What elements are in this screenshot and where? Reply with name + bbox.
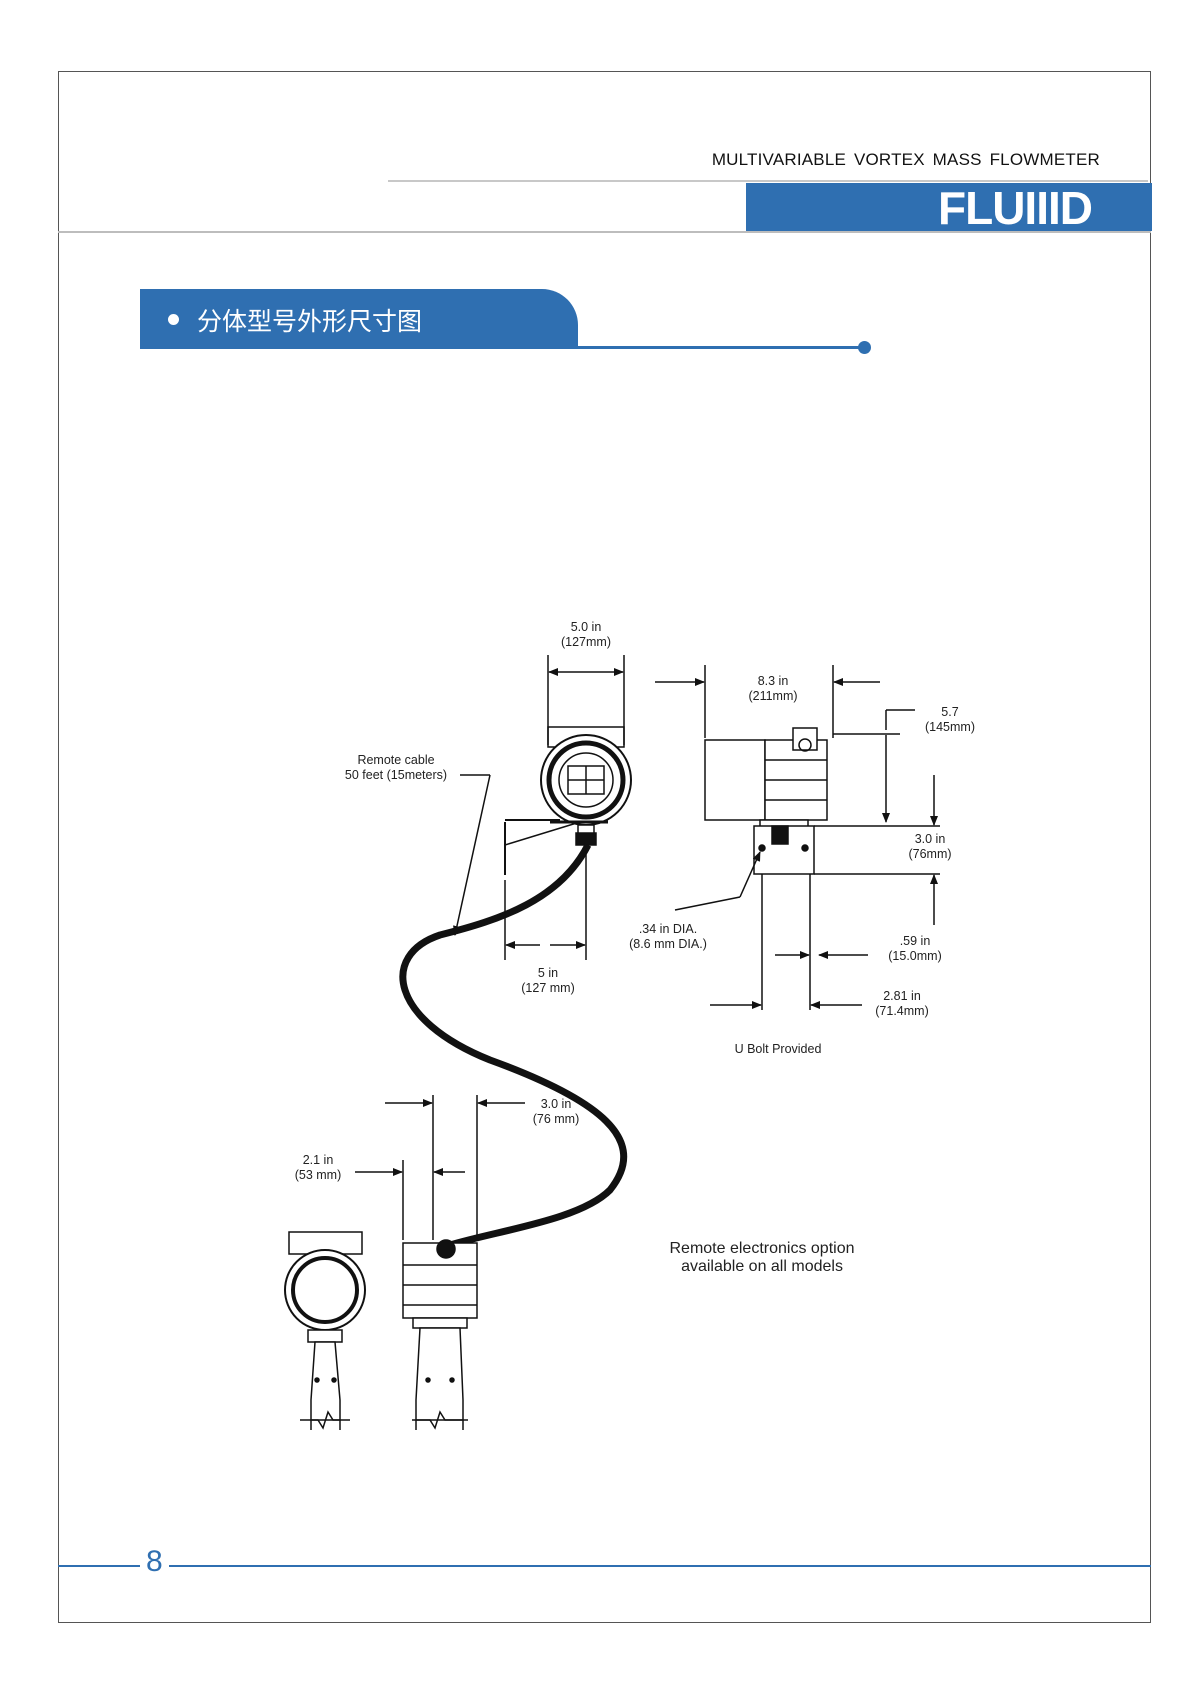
header-divider <box>58 231 1151 233</box>
footer-rule <box>58 1565 1151 1567</box>
dim-width-top-in: 5.0 in <box>571 620 602 634</box>
page-frame <box>58 71 1151 1623</box>
dim-bracket-height-in: 3.0 in <box>915 832 946 846</box>
dim-length-in: 8.3 in <box>758 674 789 688</box>
brand-logo: FLUIIID <box>938 182 1093 234</box>
section-underline <box>578 346 864 349</box>
page-number: 8 <box>140 1545 169 1579</box>
cable-label-line1: Remote cable <box>357 753 434 767</box>
dim-bracket-width-in: 5 in <box>538 966 558 980</box>
remote-sensor-head <box>402 1239 478 1430</box>
product-title: MULTIVARIABLE VORTEX MASS FLOWMETER <box>711 150 1100 169</box>
dim-meter-mm: (53 mm) <box>295 1168 342 1182</box>
dim-junction-in: 3.0 in <box>541 1097 572 1111</box>
dim-hole-mm: (8.6 mm DIA.) <box>629 937 707 951</box>
section-end-dot-icon <box>858 341 871 354</box>
transmitter-side-view <box>704 727 940 1010</box>
dim-width-top-mm: (127mm) <box>561 635 611 649</box>
dim-slot-mm: (15.0mm) <box>888 949 941 963</box>
section-title: 分体型号外形尺寸图 <box>197 307 423 336</box>
dim-bolt-in: 2.81 in <box>883 989 921 1003</box>
remote-note-line1: Remote electronics option <box>670 1240 855 1257</box>
dim-hole-in: .34 in DIA. <box>639 922 697 936</box>
dim-meter-in: 2.1 in <box>303 1153 334 1167</box>
section-heading-tab: 分体型号外形尺寸图 <box>140 289 578 349</box>
ubolt-label: U Bolt Provided <box>735 1042 822 1056</box>
dim-junction-mm: (76 mm) <box>533 1112 580 1126</box>
dim-length-mm: (211mm) <box>748 689 797 703</box>
transmitter-front-view <box>504 726 632 875</box>
dim-bracket-width-mm: (127 mm) <box>521 981 574 995</box>
dim-height-in: 5.7 <box>941 705 958 719</box>
cable-label-line2: 50 feet (15meters) <box>345 768 447 782</box>
dim-bolt-mm: (71.4mm) <box>875 1004 928 1018</box>
dim-bracket-height-mm: (76mm) <box>908 847 951 861</box>
dim-slot-in: .59 in <box>900 934 931 948</box>
dim-height-mm: (145mm) <box>925 720 975 734</box>
remote-cable <box>399 843 628 1249</box>
header-divider-thin <box>388 180 1148 182</box>
brand-bar: FLUIIID <box>746 183 1152 231</box>
remote-note-line2: available on all models <box>681 1258 843 1275</box>
remote-transmitter-front-view <box>284 1231 366 1430</box>
bullet-icon <box>168 314 179 325</box>
